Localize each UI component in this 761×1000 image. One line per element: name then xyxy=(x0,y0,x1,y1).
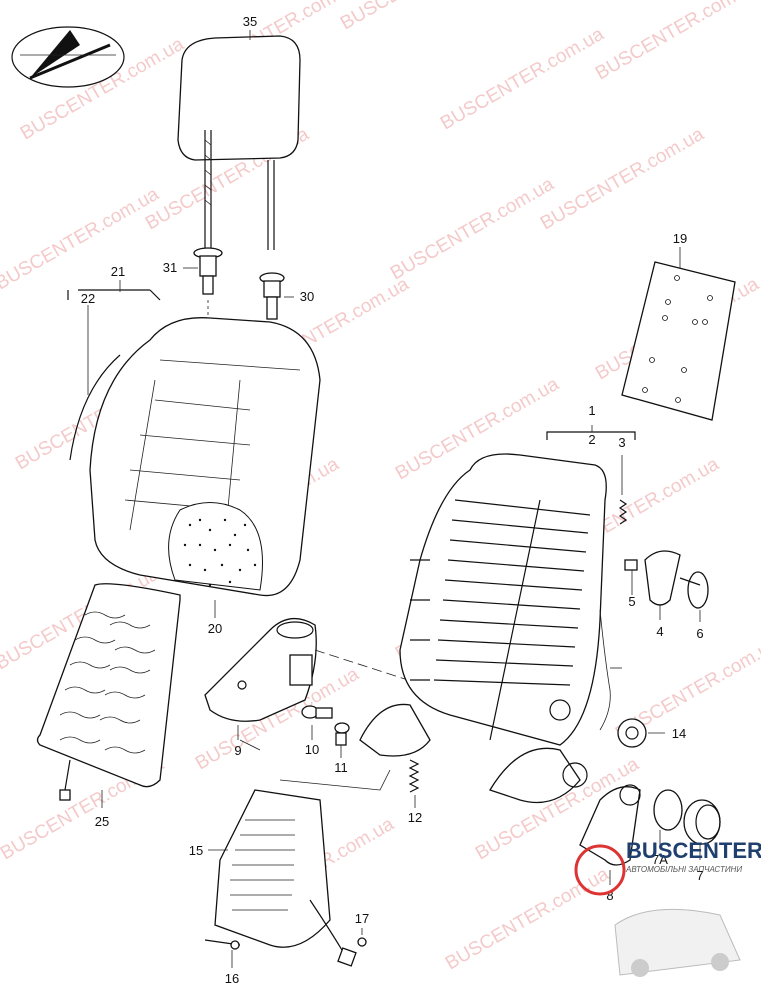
fasteners xyxy=(301,705,350,758)
corner-emblem-icon xyxy=(11,26,125,88)
watermark: BUSCENTER.com.ua xyxy=(17,34,188,145)
callout-label: 22 xyxy=(81,291,95,306)
callout-label: 3 xyxy=(618,435,625,450)
callout-label: 16 xyxy=(225,971,239,986)
watermark: BUSCENTER.com.ua xyxy=(442,864,613,975)
watermark: BUSCENTER.com.ua xyxy=(337,0,508,34)
callout-label: 10 xyxy=(305,742,319,757)
callout-label: 4 xyxy=(656,624,663,639)
watermark: BUSCENTER.com.ua xyxy=(592,0,761,84)
callout-label: 17 xyxy=(355,911,369,926)
callout-label: 19 xyxy=(673,231,687,246)
callout-label: 6 xyxy=(696,626,703,641)
callout-label: 25 xyxy=(95,814,109,829)
watermark: BUSCENTER.com.ua xyxy=(437,24,608,135)
lumbar-support-mat xyxy=(204,739,391,968)
callout-label: 7 xyxy=(696,868,703,883)
callout-label: 9 xyxy=(234,743,241,758)
watermark: BUSCENTER.com.ua xyxy=(387,174,558,285)
buscenter-logo: BUSCENTER АВТОМОБІЛЬНІ ЗАПЧАСТИНИ xyxy=(574,838,761,977)
watermark: BUSCENTER.com.ua xyxy=(537,124,708,235)
spring xyxy=(408,759,420,808)
callout-label: 2 xyxy=(588,432,595,447)
seat-pad xyxy=(36,583,181,808)
watermark: BUSCENTER.com.ua xyxy=(0,184,163,295)
adjust-knob xyxy=(617,718,665,748)
logo-brand: BUSCENTER xyxy=(626,838,761,863)
callout-label: 20 xyxy=(208,621,222,636)
callout-label: 7A xyxy=(652,852,668,867)
callout-label: 5 xyxy=(628,594,635,609)
callout-label: 21 xyxy=(111,264,125,279)
backrest-cover xyxy=(67,280,321,618)
recliner-handle xyxy=(624,550,709,622)
callout-label: 35 xyxy=(243,14,257,29)
side-trim-panel xyxy=(204,618,471,740)
callout-label: 30 xyxy=(300,289,314,304)
back-panel xyxy=(621,247,736,421)
callout-labels: 35 31 30 21 22 19 1 2 3 5 4 6 20 9 10 11… xyxy=(81,14,704,986)
callout-label: 15 xyxy=(189,843,203,858)
headrest xyxy=(177,30,301,250)
callout-label: 1 xyxy=(588,403,595,418)
backrest-frame xyxy=(359,425,636,804)
callout-label: 8 xyxy=(606,888,613,903)
callout-label: 11 xyxy=(334,760,348,775)
callout-label: 12 xyxy=(408,810,422,825)
callout-label: 14 xyxy=(672,726,686,741)
logo-subtitle: АВТОМОБІЛЬНІ ЗАПЧАСТИНИ xyxy=(625,865,742,874)
callout-label: 31 xyxy=(163,260,177,275)
